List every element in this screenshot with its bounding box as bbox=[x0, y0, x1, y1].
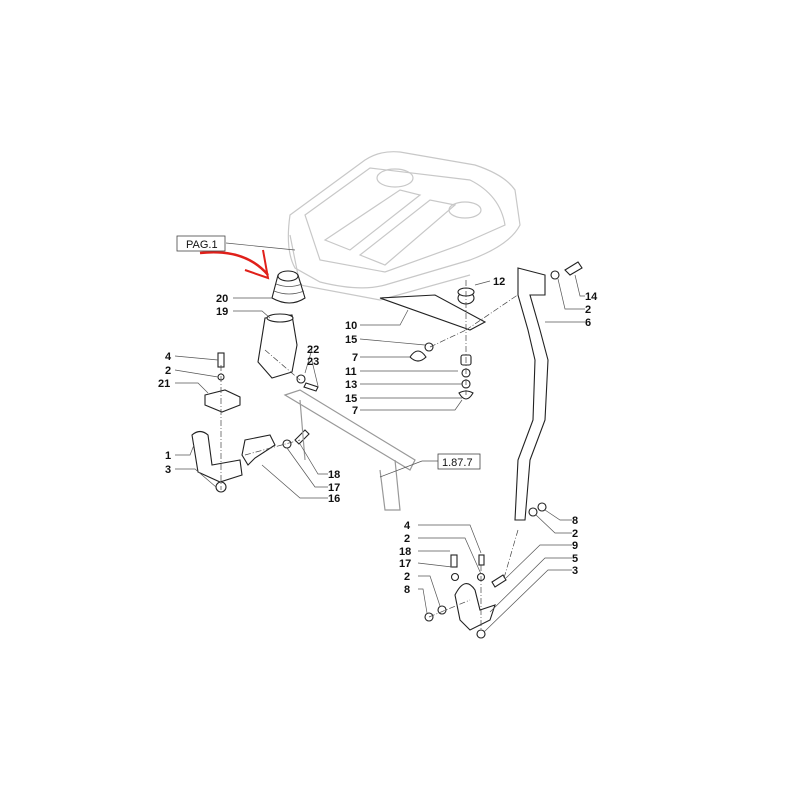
highlight-arrow bbox=[199, 249, 270, 280]
frame bbox=[283, 389, 416, 511]
mount-parts bbox=[409, 280, 526, 400]
callouts: 20 19 4 2 21 1 3 22 23 18 17 16 10 15 7 … bbox=[158, 276, 598, 596]
callout-17-b: 17 bbox=[399, 558, 411, 570]
callout-8-b: 8 bbox=[404, 584, 410, 596]
rod-6 bbox=[514, 261, 583, 521]
callout-2-d: 2 bbox=[404, 533, 410, 545]
page-ref-label[interactable]: PAG.1 bbox=[186, 239, 218, 251]
callout-6: 6 bbox=[585, 317, 591, 329]
callout-8: 8 bbox=[572, 515, 578, 527]
callout-4-b: 4 bbox=[404, 520, 411, 532]
callout-4: 4 bbox=[165, 351, 172, 363]
callout-2-b: 2 bbox=[585, 304, 591, 316]
callout-19: 19 bbox=[216, 306, 228, 318]
callout-22: 22 bbox=[307, 344, 319, 356]
callout-2-c: 2 bbox=[572, 528, 578, 540]
callout-18: 18 bbox=[328, 469, 340, 481]
callout-2-e: 2 bbox=[404, 571, 410, 583]
leader-lines bbox=[174, 242, 585, 633]
callout-12: 12 bbox=[493, 276, 505, 288]
cover-outline bbox=[287, 151, 521, 301]
callout-17: 17 bbox=[328, 482, 340, 494]
left-brackets bbox=[191, 349, 319, 493]
callout-23: 23 bbox=[307, 356, 319, 368]
callout-3-b: 3 bbox=[572, 565, 578, 577]
callout-3: 3 bbox=[165, 464, 171, 476]
callout-15-b: 15 bbox=[345, 393, 357, 405]
callout-10: 10 bbox=[345, 320, 357, 332]
callout-13: 13 bbox=[345, 379, 357, 391]
plate-10 bbox=[379, 294, 487, 331]
page-ref-box[interactable]: PAG.1 bbox=[176, 235, 226, 252]
callout-11: 11 bbox=[345, 366, 357, 378]
callout-20: 20 bbox=[216, 293, 228, 305]
section-ref-label[interactable]: 1.87.7 bbox=[442, 457, 473, 469]
lever-cover-19 bbox=[257, 313, 298, 379]
callout-16: 16 bbox=[328, 493, 340, 505]
callout-15: 15 bbox=[345, 334, 357, 346]
callout-7: 7 bbox=[352, 352, 358, 364]
callout-5: 5 bbox=[572, 553, 578, 565]
callout-1: 1 bbox=[165, 450, 171, 462]
callout-21: 21 bbox=[158, 378, 170, 390]
callout-18-b: 18 bbox=[399, 546, 411, 558]
section-ref-box[interactable]: 1.87.7 bbox=[437, 453, 481, 470]
lower-bracket bbox=[424, 529, 519, 639]
callout-7-b: 7 bbox=[352, 405, 358, 417]
callout-9: 9 bbox=[572, 540, 578, 552]
gear-boot-20 bbox=[271, 270, 306, 304]
callout-2: 2 bbox=[165, 365, 171, 377]
callout-14: 14 bbox=[585, 291, 598, 303]
